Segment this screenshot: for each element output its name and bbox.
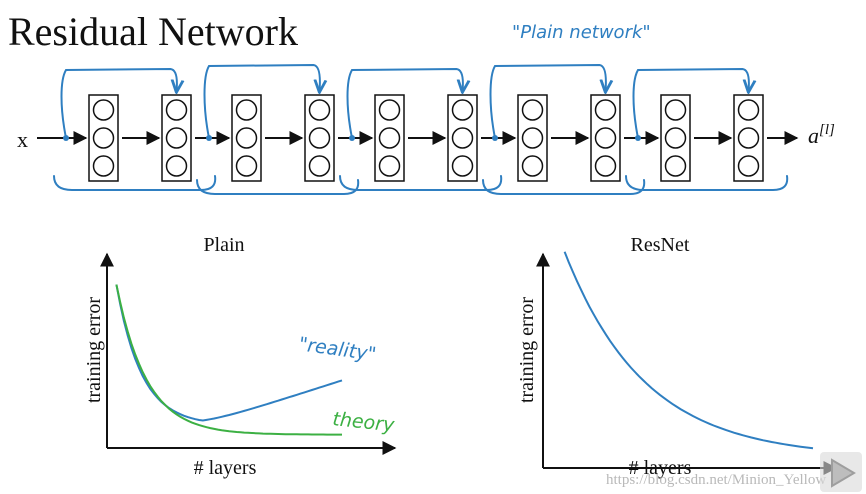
input-label: x bbox=[17, 127, 28, 152]
skip-connection bbox=[346, 67, 463, 139]
watermark-text: https://blog.csdn.net/Minion_Yellow bbox=[606, 472, 826, 488]
neuron bbox=[451, 155, 474, 177]
neuron bbox=[308, 155, 331, 177]
neuron bbox=[664, 155, 687, 177]
neuron bbox=[308, 99, 331, 121]
annotation-theory: theory bbox=[331, 408, 396, 436]
annotation-reality: "reality" bbox=[297, 333, 377, 366]
neuron bbox=[165, 155, 188, 177]
neuron bbox=[737, 127, 760, 149]
block-brace bbox=[625, 175, 789, 191]
play-button[interactable] bbox=[820, 452, 862, 492]
neuron bbox=[594, 99, 617, 121]
block-brace bbox=[53, 175, 217, 191]
neuron bbox=[235, 155, 258, 177]
neuron bbox=[165, 99, 188, 121]
chart-resnet-xlabel: # layers bbox=[629, 457, 692, 479]
neuron bbox=[235, 99, 258, 121]
chart-plain-xlabel: # layers bbox=[194, 457, 257, 479]
plain-network-annotation: "Plain network" bbox=[512, 22, 651, 43]
neuron bbox=[92, 127, 115, 149]
chart-plain-title: Plain bbox=[203, 234, 244, 256]
residual-block bbox=[625, 67, 799, 191]
neuron bbox=[521, 127, 544, 149]
chart-plain: Plain training error # layers "reality" … bbox=[83, 234, 397, 479]
neuron bbox=[737, 155, 760, 177]
residual-block bbox=[53, 67, 231, 191]
skip-connection bbox=[60, 67, 177, 139]
neuron bbox=[594, 127, 617, 149]
residual-block bbox=[339, 67, 517, 191]
neuron bbox=[308, 127, 331, 149]
slide-title: Residual Network bbox=[8, 9, 298, 54]
neuron bbox=[378, 127, 401, 149]
residual-network-diagram: x a[l] bbox=[17, 63, 835, 195]
skip-connection bbox=[632, 67, 749, 139]
skip-tap bbox=[635, 135, 641, 141]
neuron bbox=[378, 99, 401, 121]
output-label-superscript: [l] bbox=[819, 122, 835, 138]
neuron bbox=[594, 155, 617, 177]
neuron bbox=[521, 99, 544, 121]
neuron bbox=[451, 127, 474, 149]
chart-resnet: ResNet training error # layers bbox=[516, 234, 838, 479]
series-line-reality bbox=[115, 284, 343, 422]
skip-tap bbox=[63, 135, 69, 141]
output-label-base: a bbox=[808, 123, 819, 148]
block-brace bbox=[196, 179, 360, 195]
neuron bbox=[737, 99, 760, 121]
neuron bbox=[451, 99, 474, 121]
neuron bbox=[521, 155, 544, 177]
neuron bbox=[664, 99, 687, 121]
skip-tap bbox=[349, 135, 355, 141]
neuron bbox=[92, 99, 115, 121]
play-icon bbox=[831, 458, 856, 488]
chart-resnet-ylabel: training error bbox=[516, 297, 538, 403]
chart-plain-ylabel: training error bbox=[83, 297, 105, 403]
series-line-resnet bbox=[563, 251, 814, 450]
skip-tap bbox=[492, 135, 498, 141]
block-brace bbox=[482, 179, 646, 195]
chart-resnet-title: ResNet bbox=[631, 234, 690, 256]
residual-block bbox=[482, 63, 660, 195]
series-line-theory bbox=[115, 284, 342, 436]
neuron bbox=[235, 127, 258, 149]
neuron bbox=[378, 155, 401, 177]
skip-connection bbox=[203, 63, 320, 139]
skip-tap bbox=[206, 135, 212, 141]
neuron bbox=[664, 127, 687, 149]
neuron bbox=[165, 127, 188, 149]
neuron bbox=[92, 155, 115, 177]
residual-block bbox=[196, 63, 374, 195]
output-label: a[l] bbox=[808, 122, 835, 148]
skip-connection bbox=[489, 63, 606, 139]
block-brace bbox=[339, 175, 503, 191]
